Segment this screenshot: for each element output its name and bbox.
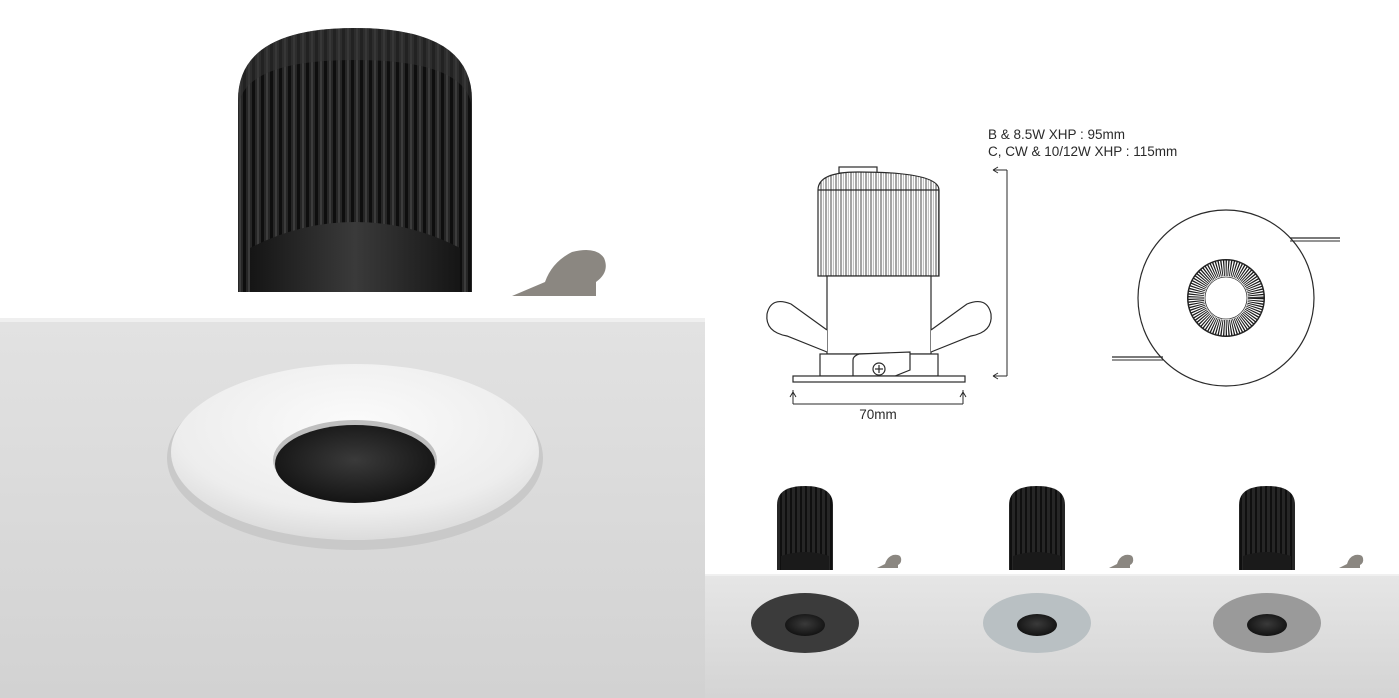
width-label: 70mm bbox=[859, 407, 897, 422]
variant-2 bbox=[983, 486, 1134, 653]
height-dimension bbox=[992, 166, 1008, 380]
variant-1 bbox=[751, 486, 902, 653]
hero-render bbox=[0, 28, 705, 698]
spring-clip-render bbox=[512, 250, 606, 296]
finish-variants bbox=[705, 470, 1399, 698]
side-elevation bbox=[766, 166, 992, 383]
width-dimension bbox=[789, 390, 967, 405]
height-label-line-2: C, CW & 10/12W XHP : 115mm bbox=[988, 144, 1177, 159]
technical-drawing-svg: B & 8.5W XHP : 95mm C, CW & 10/12W XHP :… bbox=[766, 127, 1340, 422]
plan-view bbox=[1112, 209, 1340, 387]
heatsink-render bbox=[238, 28, 472, 292]
finish-variants-svg bbox=[705, 486, 1399, 698]
bezel-ring-render bbox=[167, 364, 543, 550]
variant-3 bbox=[1213, 486, 1364, 653]
hero-render-image bbox=[0, 28, 705, 698]
height-label-line-1: B & 8.5W XHP : 95mm bbox=[988, 127, 1125, 142]
technical-drawing: B & 8.5W XHP : 95mm C, CW & 10/12W XHP :… bbox=[705, 0, 1399, 460]
